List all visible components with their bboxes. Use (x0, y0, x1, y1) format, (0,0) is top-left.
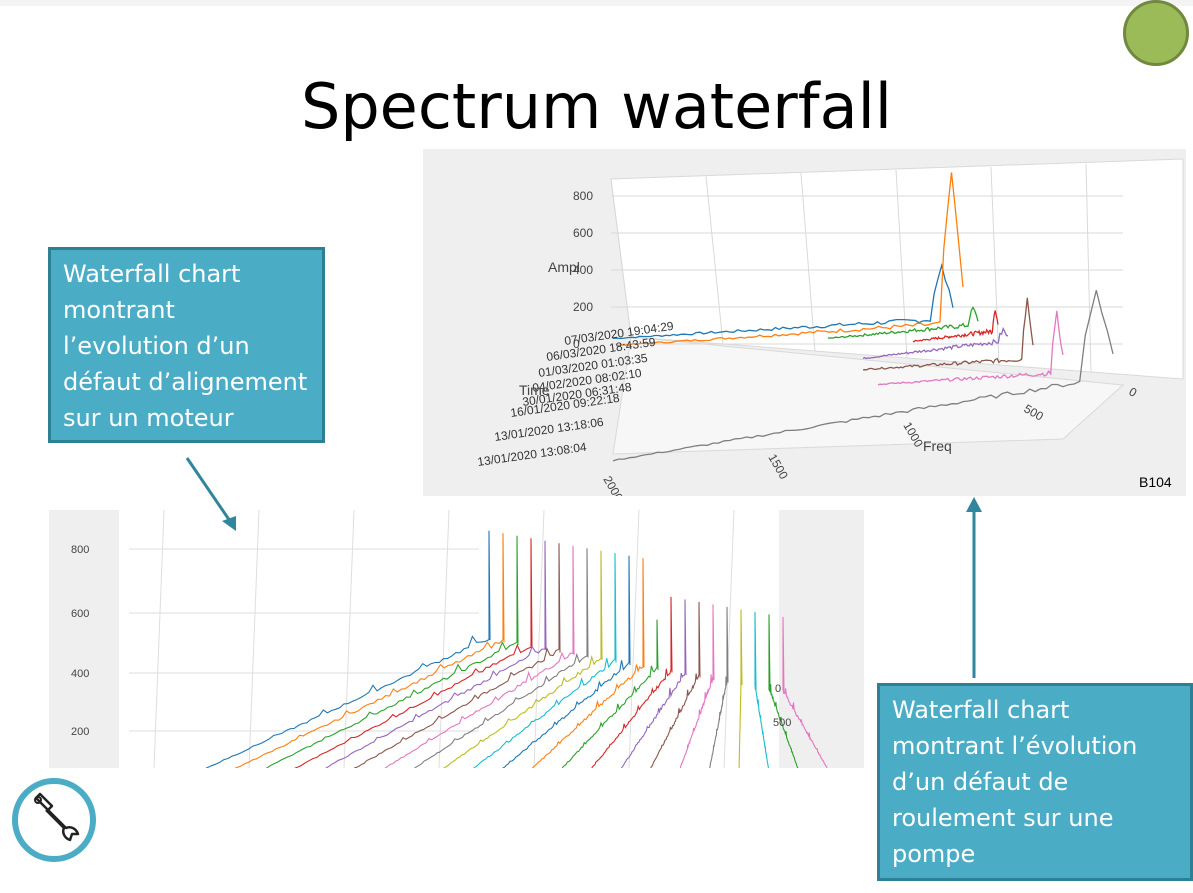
grid-line (705, 175, 724, 345)
grid-line (610, 178, 632, 338)
chart-tag-label: B104 (1139, 474, 1172, 490)
callout-alignment-defect: Waterfall chart montrant l’evolution d’u… (48, 247, 325, 443)
callout-line: Waterfall chart (63, 260, 241, 288)
grid-line (990, 166, 1000, 366)
callout-bearing-defect: Waterfall chart montrant l’évolution d’u… (877, 683, 1193, 881)
series-line (617, 172, 964, 347)
series-line (862, 326, 1009, 360)
series-line (618, 599, 687, 772)
waterfall-chart-bottom: 800 600 400 200 0 500 (49, 509, 864, 773)
series-line (558, 619, 659, 773)
z-axis-label: Ampl (548, 259, 580, 275)
arrowhead-up-icon (966, 497, 982, 512)
z-tick-label: 600 (573, 226, 593, 240)
callout-line: défaut d’alignement (63, 368, 308, 396)
callout-line: Waterfall chart (892, 696, 1070, 724)
z-tick-label: 600 (71, 608, 89, 620)
series-line (438, 550, 603, 772)
waterfall-chart-top-svg: 8006004002000200015001000500007/03/2020 … (476, 158, 1184, 504)
grid-line (248, 509, 260, 769)
series-line (612, 290, 1114, 462)
z-tick-label: 800 (71, 544, 89, 556)
series-line (318, 540, 547, 772)
series-line (498, 555, 631, 773)
grid-line (533, 509, 545, 769)
tool-badge (12, 778, 96, 862)
x-tick-label: 2000 (600, 474, 626, 497)
grid-line (438, 509, 450, 769)
green-circle-decoration (1123, 0, 1189, 66)
grid-line (723, 509, 735, 769)
z-tick-label: 200 (71, 726, 89, 738)
series-line (288, 538, 533, 773)
slide-title: Spectrum waterfall (300, 70, 893, 143)
grid-line (628, 509, 640, 769)
x-tick-label: 0 (1127, 384, 1140, 400)
series-line (708, 606, 729, 773)
series-line (754, 611, 770, 772)
series-line (408, 548, 589, 772)
series-line (877, 310, 1064, 386)
wrench-icon (34, 792, 80, 842)
series-line (612, 262, 954, 340)
series-line (258, 535, 519, 773)
z-tick-label: 800 (573, 189, 593, 203)
top-border (0, 0, 1193, 6)
series-line (827, 306, 979, 339)
series-line (198, 530, 491, 773)
z-tick-label: 0 (573, 337, 580, 351)
series-line (782, 616, 830, 773)
callout-line: d’un défaut de (892, 768, 1069, 796)
series-time-label: 13/01/2020 13:18:06 (493, 415, 604, 444)
x-tick-label: 1500 (765, 452, 791, 482)
callout-line: sur un moteur (63, 404, 234, 432)
series-line (588, 596, 673, 772)
grid-line (1085, 163, 1092, 373)
x-tick-label: 500 (773, 717, 791, 729)
series-line (528, 558, 645, 772)
series-line (468, 553, 617, 772)
grid-line (343, 509, 355, 769)
callout-line: l’evolution d’un (63, 332, 250, 360)
callout-line: montrant l’évolution (892, 732, 1138, 760)
floor-plane (612, 336, 1125, 455)
grid-line (895, 169, 908, 359)
waterfall-chart-bottom-svg: 800 600 400 200 0 500 (71, 509, 830, 773)
series-line (912, 310, 999, 343)
series-line (378, 545, 575, 773)
series-line (768, 614, 800, 773)
series-line (648, 601, 701, 772)
grid-line (800, 172, 816, 352)
z-tick-label: 400 (573, 263, 593, 277)
series-line (348, 543, 561, 773)
z-tick-label: 400 (71, 668, 89, 680)
series-line (738, 609, 743, 772)
callout-line: pompe (892, 840, 976, 868)
grid-line (153, 509, 165, 769)
y-axis-label: Time (519, 382, 550, 398)
callout-line: montrant (63, 296, 175, 324)
series-line (862, 297, 1034, 371)
callout-line: roulement sur une (892, 804, 1114, 832)
series-line (228, 533, 505, 772)
x-tick-label: 0 (775, 683, 781, 695)
z-tick-label: 200 (573, 300, 593, 314)
series-line (678, 604, 715, 772)
plot-background (119, 510, 779, 768)
x-axis-label: Freq (923, 438, 952, 454)
series-time-label: 13/01/2020 13:08:04 (476, 440, 587, 469)
